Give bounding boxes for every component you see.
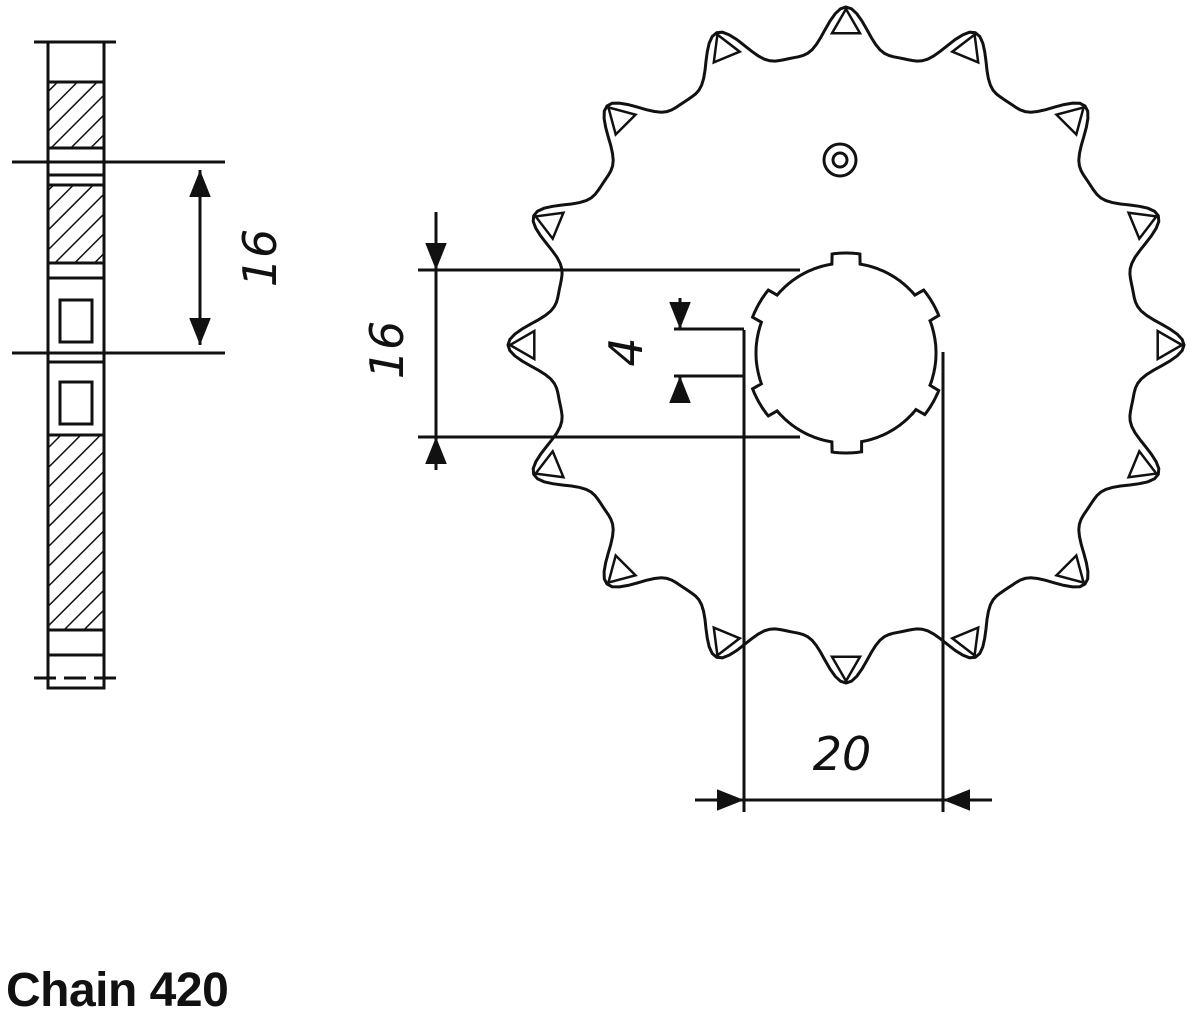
splined-bore bbox=[750, 251, 941, 455]
tooth-tips bbox=[507, 6, 1185, 684]
chain-caption: Chain 420 bbox=[6, 964, 229, 1017]
side-view-hatch-upper bbox=[46, 183, 106, 265]
bore-width-label: 20 bbox=[813, 727, 872, 781]
marker-hole-inner bbox=[831, 151, 849, 169]
tooth-tip-mark bbox=[1126, 448, 1159, 479]
marker-hole-outer bbox=[822, 142, 858, 178]
side-view bbox=[12, 40, 225, 690]
side-view-slot bbox=[58, 380, 94, 426]
tooth-tip-mark bbox=[949, 32, 980, 65]
tooth-tip-mark bbox=[606, 553, 638, 585]
side-view-slot bbox=[58, 298, 94, 344]
tooth-tip-mark bbox=[1156, 328, 1185, 362]
tooth-tip-mark bbox=[712, 625, 743, 658]
tooth-tip-mark bbox=[829, 655, 863, 684]
tooth-tip-mark bbox=[712, 32, 743, 65]
side-dimension-label: 16 bbox=[233, 229, 287, 288]
tooth-tip-mark bbox=[606, 105, 638, 137]
tooth-tip-mark bbox=[949, 625, 980, 658]
tooth-tip-mark bbox=[533, 448, 566, 479]
spline-width-label: 4 bbox=[599, 337, 653, 366]
tooth-tip-mark bbox=[507, 328, 536, 362]
bore-height-label: 16 bbox=[360, 321, 414, 380]
tooth-tip-mark bbox=[533, 211, 566, 242]
front-view bbox=[418, 5, 1186, 812]
tooth-tip-mark bbox=[1054, 553, 1086, 585]
tooth-tip-mark bbox=[1126, 211, 1159, 242]
side-view-hatch-lower bbox=[46, 433, 106, 632]
tooth-tip-mark bbox=[829, 6, 863, 35]
side-view-hatch-top bbox=[46, 80, 106, 150]
tooth-tip-mark bbox=[1054, 105, 1086, 137]
